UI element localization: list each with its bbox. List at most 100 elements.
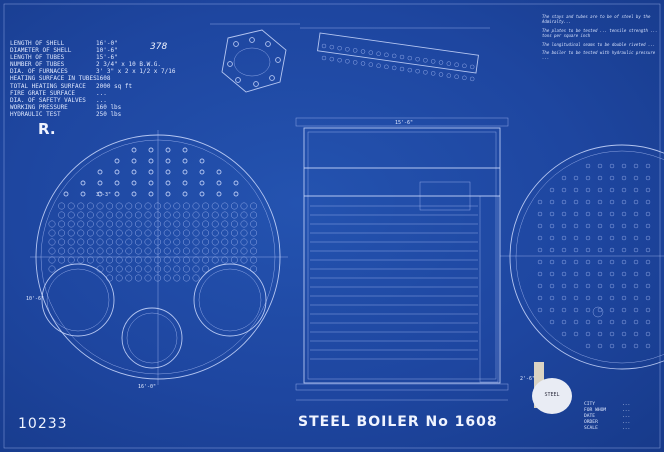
tube [211, 247, 219, 255]
stay [233, 180, 239, 186]
bar-hole [399, 54, 405, 60]
bar-hole [376, 63, 381, 68]
grid-hole [633, 211, 639, 217]
view-label: R. [38, 120, 56, 138]
tube [240, 247, 248, 255]
grid-hole [621, 199, 627, 205]
grid-hole [573, 223, 579, 229]
tube [115, 202, 123, 210]
tube [67, 238, 75, 246]
grid-hole [621, 319, 627, 325]
tube [144, 202, 152, 210]
tube [58, 220, 66, 228]
tube [154, 265, 162, 273]
grid-hole [585, 343, 591, 349]
bar-hole [423, 58, 428, 63]
tube [240, 211, 248, 219]
handwritten-ref: 378 [150, 42, 168, 52]
grid-hole [633, 187, 639, 193]
grid-hole [609, 211, 615, 217]
grid-hole [645, 283, 651, 289]
tube [240, 220, 248, 228]
tube [192, 274, 200, 282]
grid-hole [645, 331, 651, 337]
bar-hole [368, 50, 374, 55]
stay [114, 169, 120, 175]
tube [134, 265, 142, 273]
tube [58, 247, 66, 255]
stay [165, 158, 171, 164]
spec-value: 160 lbs [96, 103, 122, 111]
tube [106, 274, 114, 282]
tube [115, 211, 123, 219]
tube [192, 247, 200, 255]
grid-hole [645, 211, 651, 217]
grid-hole [633, 271, 639, 277]
tube [163, 265, 171, 273]
tube [173, 229, 181, 237]
grid-hole [549, 307, 555, 313]
grid-hole [621, 211, 627, 217]
tube [77, 220, 85, 228]
title-block-row: SCALE... [584, 426, 630, 432]
stay [216, 169, 222, 175]
stay [80, 191, 86, 197]
grid-hole [573, 319, 579, 325]
bar-hole [352, 60, 358, 65]
spec-value: 15'-6" [96, 54, 118, 62]
stay [148, 147, 154, 153]
grid-hole [633, 199, 639, 205]
spec-label: LENGTH OF SHELL [10, 40, 65, 47]
grid-hole [609, 283, 615, 289]
tube [58, 202, 66, 210]
grid-hole [597, 211, 603, 217]
left-furnace [41, 263, 115, 337]
grid-hole [537, 271, 543, 277]
bar-hole [454, 74, 459, 79]
bar-hole [454, 62, 459, 67]
grid-hole [585, 271, 591, 277]
tube [134, 247, 142, 255]
grid-hole [609, 259, 615, 265]
grid-hole [645, 295, 651, 301]
grid-hole [609, 271, 615, 277]
spec-value: 3' 3" x 2 x 1/2 x 7/16 [96, 68, 176, 76]
tube [221, 238, 229, 246]
tube [154, 211, 162, 219]
grid-hole [561, 223, 567, 229]
spec-label: LENGTH OF TUBES [10, 54, 65, 62]
tube [221, 220, 229, 228]
spec-label: DIA. OF SAFETY VALVES [10, 96, 86, 104]
tube [250, 247, 258, 255]
grid-hole [597, 259, 603, 265]
grid-hole [549, 259, 555, 265]
spec-value: 250 lbs [96, 110, 122, 118]
tube [58, 211, 66, 219]
spec-label: DIA. OF FURNACES [10, 68, 68, 76]
tube [173, 202, 181, 210]
grid-hole [609, 247, 615, 253]
tube [67, 256, 75, 264]
tube [163, 202, 171, 210]
tube [125, 238, 133, 246]
title-block-label: SCALE [584, 426, 598, 431]
grid-hole [645, 175, 651, 181]
tube [250, 238, 258, 246]
grid-hole [585, 307, 591, 313]
grid-hole [585, 247, 591, 253]
grid-hole [585, 295, 591, 301]
title-block-row: DATE... [584, 414, 630, 420]
grid-hole [621, 271, 627, 277]
stay [97, 191, 103, 197]
grid-hole [573, 271, 579, 277]
tube [106, 265, 114, 273]
drawing-title: STEEL BOILER No 1608 [298, 414, 498, 430]
dim-label: 2'-6" [520, 376, 535, 382]
tube [230, 202, 238, 210]
